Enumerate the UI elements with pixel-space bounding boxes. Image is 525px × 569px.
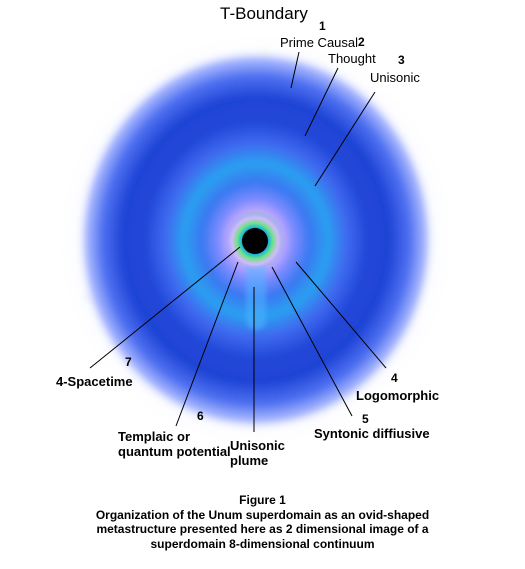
label-number-4: 4	[391, 371, 398, 385]
caption-line-2: metastructure presented here as 2 dimens…	[96, 522, 429, 536]
leader-line-spacetime	[89, 246, 241, 369]
figure-heading: Figure 1	[239, 493, 286, 507]
syntonic-diffusive-label: Syntonic diffiusive	[314, 426, 430, 441]
leader-lines	[89, 51, 387, 432]
templaic-label-line-1: Templaic or	[118, 429, 191, 444]
unisonic-plume-label-line-1: Unisonic	[230, 438, 285, 453]
leader-line-logomorphic	[295, 261, 387, 369]
leader-line-unisonic	[314, 91, 376, 187]
caption-line-1: Organization of the Unum superdomain as …	[95, 507, 430, 522]
black-core	[242, 228, 268, 254]
logomorphic-label: Logomorphic	[356, 388, 440, 403]
leader-line-syntonic	[271, 266, 353, 417]
label-number-1: 1	[319, 19, 326, 33]
unisonic-plume-label-line-2: plume	[230, 453, 269, 468]
label-number-6: 6	[197, 409, 204, 423]
spacetime-label: 4-Spacetime	[56, 374, 133, 389]
caption-line-3: superdomain 8-dimensional continuum	[150, 536, 375, 551]
label-number-5: 5	[362, 412, 369, 426]
figure-caption: Figure 1 Organization of the Unum superd…	[0, 493, 525, 551]
label-number-3: 3	[398, 53, 405, 67]
templaic-label-line-2: quantum potential	[118, 444, 231, 459]
leader-line-templaic	[175, 261, 239, 427]
unisonic-label: Unisonic	[370, 70, 420, 85]
t-boundary-label: T-Boundary	[220, 4, 308, 23]
leader-line-thought	[304, 67, 339, 137]
thought-label: Thought	[328, 51, 376, 66]
prime-causal-label: Prime Causal	[280, 35, 359, 50]
label-number-2: 2	[358, 35, 365, 49]
label-number-7: 7	[125, 355, 132, 369]
leader-line-prime-causal	[290, 51, 300, 89]
